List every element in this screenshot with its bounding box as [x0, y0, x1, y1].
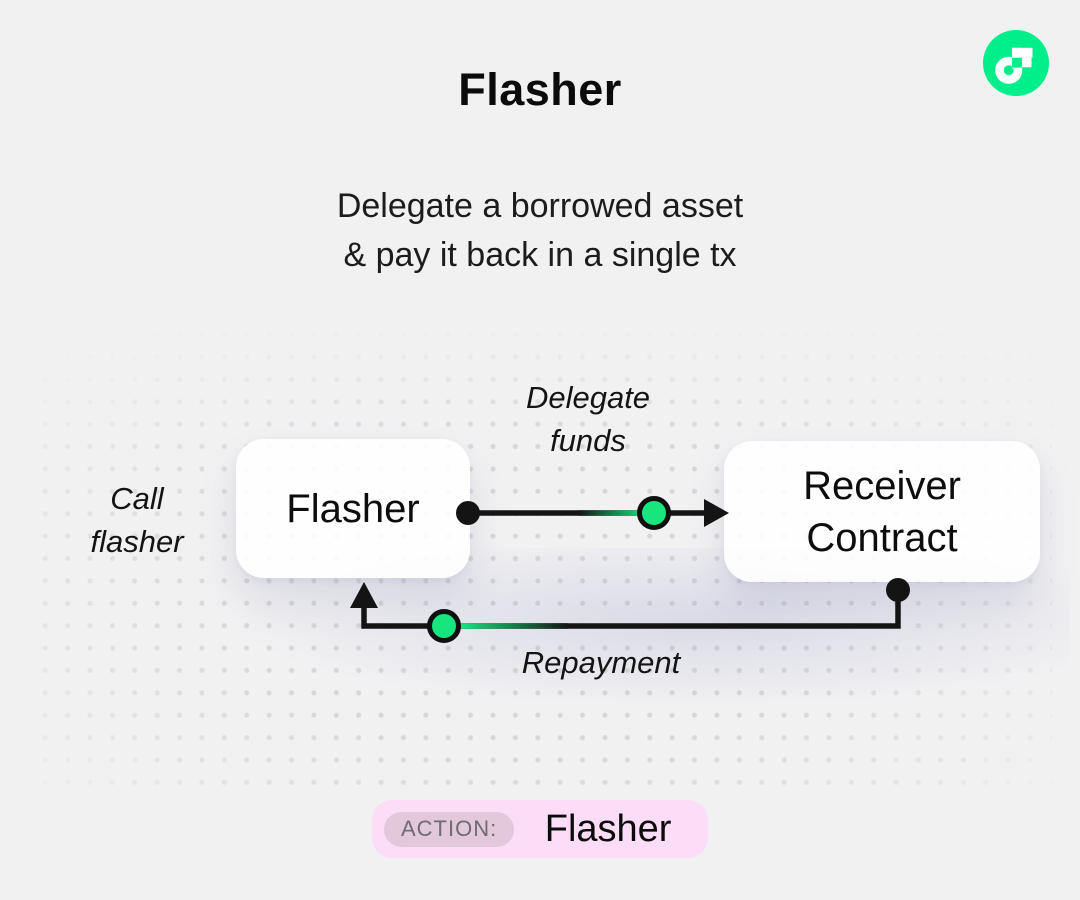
label-repayment: Repayment — [521, 645, 681, 680]
node-receiver-label: Receiver Contract — [803, 463, 961, 560]
action-badge: ACTION: — [384, 811, 515, 847]
edge-start-dot — [886, 578, 910, 602]
label-call-flasher: Call flasher — [90, 481, 184, 559]
edge-start-dot — [456, 501, 480, 525]
arrowhead-up-icon — [350, 582, 378, 608]
token-circle-repayment — [427, 609, 461, 643]
subtitle-line-1: Delegate a borrowed asset — [336, 187, 744, 225]
subtitle-line-2: & pay it back in a single tx — [343, 236, 737, 274]
page-subtitle: Delegate a borrowed asset & pay it back … — [0, 182, 1080, 280]
page-title: Flasher — [458, 64, 622, 115]
action-pill: ACTION: Flasher — [372, 800, 708, 858]
flow-logo-icon — [983, 30, 1049, 96]
node-receiver-contract: Receiver Contract — [724, 441, 1040, 582]
node-flasher: Flasher — [236, 439, 470, 578]
action-value: Flasher — [544, 807, 672, 850]
token-circle-delegate — [637, 496, 671, 530]
arrowhead-right-icon — [704, 499, 729, 527]
node-flasher-label: Flasher — [286, 486, 420, 531]
label-delegate-funds: Delegate funds — [525, 380, 651, 458]
edge-delegate-funds — [456, 496, 729, 530]
edge-repayment — [350, 578, 910, 643]
